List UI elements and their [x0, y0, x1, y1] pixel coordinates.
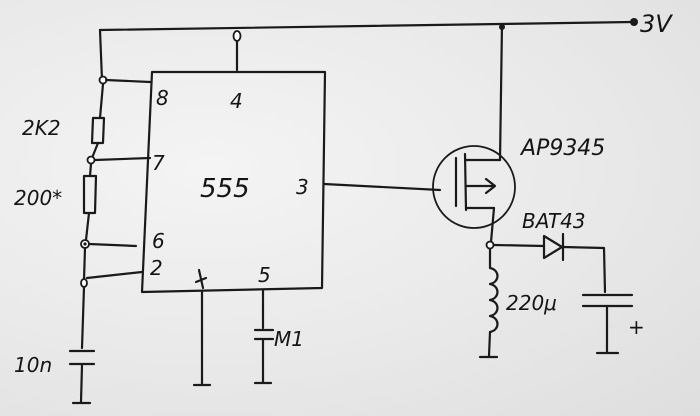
mosfet-drain-to-rail — [498, 22, 504, 162]
switch-node — [485, 240, 495, 250]
pin5-label: 5 — [258, 263, 271, 287]
pin4-junction — [232, 30, 242, 42]
pin4-label: 4 — [230, 89, 243, 113]
pin2-label: 2 — [150, 256, 163, 280]
control-cap-label: M1 — [274, 327, 304, 351]
mosfet-channel-line — [463, 152, 468, 212]
pin6-pin2-link — [82, 246, 87, 282]
pin2-wire — [85, 270, 144, 280]
pin7-node — [86, 155, 96, 165]
timing-cap-label: 10n — [14, 353, 52, 377]
mosfet-symbol-circle — [432, 145, 516, 229]
pin6-node-fill — [83, 242, 87, 246]
r2-bottom-wire — [84, 211, 91, 242]
pin2-node — [80, 278, 88, 288]
r1-top-wire — [98, 82, 105, 120]
timing-cap-top-wire — [80, 285, 86, 350]
supply-label: 3V — [640, 10, 673, 38]
chip-body — [140, 70, 327, 294]
resistor-r2-label: 200* — [14, 186, 62, 210]
supply-rail — [98, 20, 634, 32]
pin7-wire — [93, 156, 152, 162]
timing-cap-ground-wire — [79, 363, 84, 404]
mosfet-rail-junction — [499, 24, 505, 30]
chip-label: 555 — [200, 174, 250, 204]
inductor-label: 220μ — [506, 291, 557, 315]
pin3-label: 3 — [296, 175, 309, 199]
resistor-r1-body — [90, 116, 106, 145]
r1-bottom-wire — [90, 141, 100, 160]
inductor-ground-wire — [487, 330, 492, 358]
pin6-label: 6 — [152, 229, 165, 253]
r2-top-wire — [88, 162, 93, 178]
pin6-wire — [87, 242, 138, 248]
mosfet-body-arrow — [465, 177, 497, 195]
mosfet-label: AP9345 — [519, 136, 605, 161]
inductor-coils — [488, 266, 499, 334]
pin7-label: 7 — [152, 151, 165, 175]
rail-to-pin8-wire — [98, 28, 104, 82]
ground-pin-mark — [194, 268, 208, 290]
pin8-label: 8 — [156, 86, 169, 110]
resistor-r2-body — [82, 174, 98, 215]
mosfet-source-wire — [489, 206, 496, 244]
diode-anode-wire — [492, 243, 546, 248]
diode-label: BAT43 — [522, 209, 586, 233]
resistor-r1-label: 2K2 — [22, 116, 61, 140]
supply-terminal — [630, 18, 638, 26]
pin3-output-wire — [322, 182, 442, 192]
output-cap-polarity: + — [628, 315, 645, 339]
diode-symbol — [542, 232, 565, 262]
pin8-wire — [104, 78, 152, 84]
diode-cathode-wire — [561, 245, 607, 294]
